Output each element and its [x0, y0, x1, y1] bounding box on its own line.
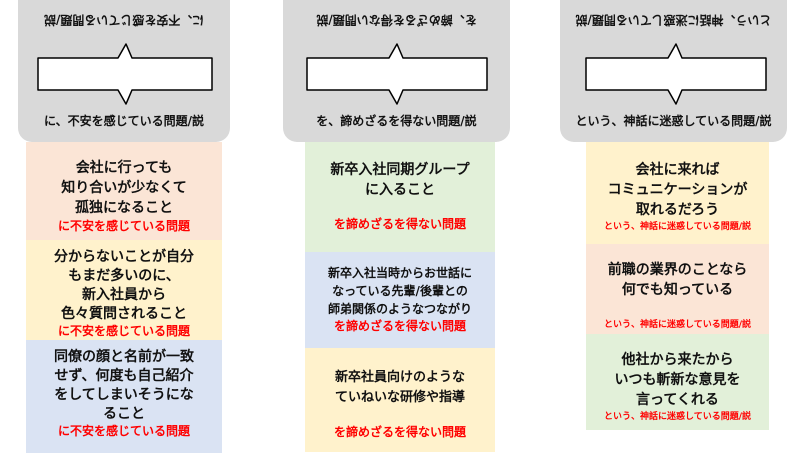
- card-suffix: という、神話に迷惑している問題/説: [603, 320, 752, 330]
- card-text: 前職の業界のことなら 何でも知っている: [607, 262, 748, 298]
- card: 会社に来れば コミュニケーションが 取れるだろう という、神話に迷惑している問題…: [586, 142, 769, 244]
- speech-bubble: [306, 43, 488, 105]
- card: 他社から来たから いつも斬新な意見を 言ってくれる という、神話に迷惑している問…: [586, 334, 769, 430]
- card-suffix: を諦めざるを得ない問題: [333, 425, 466, 439]
- header-card: という、神話に迷惑している問題/説 という、神話に迷惑している問題/説: [560, 0, 787, 142]
- header-card: に、不安を感じている問題/説 に、不安を感じている問題/説: [18, 0, 230, 142]
- card-text: 新卒入社当時からお世話に なっている先輩/後輩との 師弟関係のようなつながり: [327, 266, 472, 316]
- caption: という、神話に迷惑している問題/説: [575, 114, 772, 128]
- header-card: を、諦めざるを得ない問題/説 を、諦めざるを得ない問題/説: [283, 0, 510, 142]
- card-text: 同僚の顔と名前が一致 せず、何度も自己紹介 をしてしまいそうにな ること: [54, 349, 194, 422]
- speech-bubble: [585, 43, 767, 105]
- card: 新卒入社同期グループ に入ること を諦めざるを得ない問題: [305, 142, 495, 252]
- card: 前職の業界のことなら 何でも知っている という、神話に迷惑している問題/説: [586, 244, 769, 334]
- speech-bubble: [37, 43, 213, 105]
- card: 同僚の顔と名前が一致 せず、何度も自己紹介 をしてしまいそうにな ること に不安…: [26, 340, 222, 453]
- caption: を、諦めざるを得ない問題/説: [316, 114, 477, 128]
- card-suffix: に不安を感じている問題: [57, 324, 190, 338]
- card: 会社に行っても 知り合いが少なくて 孤独になること に不安を感じている問題: [26, 142, 222, 240]
- card-text: 分からないことが自分 もまだ多いのに、 新入社員から 色々質問されること: [54, 249, 194, 322]
- card-suffix: を諦めざるを得ない問題: [333, 319, 466, 333]
- card-text: 会社に来れば コミュニケーションが 取れるだろう: [607, 162, 748, 218]
- card-text: 新卒社員向けのような ていねいな研修や指導: [334, 370, 465, 405]
- card-suffix: という、神話に迷惑している問題/説: [603, 412, 752, 422]
- card: 分からないことが自分 もまだ多いのに、 新入社員から 色々質問されること に不安…: [26, 240, 222, 340]
- card: 新卒入社当時からお世話に なっている先輩/後輩との 師弟関係のようなつながり を…: [305, 252, 495, 348]
- card-suffix: という、神話に迷惑している問題/説: [603, 222, 752, 232]
- card-suffix: に不安を感じている問題: [57, 219, 190, 233]
- card-suffix: に不安を感じている問題: [57, 424, 190, 438]
- card-text: 会社に行っても 知り合いが少なくて 孤独になること: [61, 160, 187, 216]
- card: 新卒社員向けのような ていねいな研修や指導 を諦めざるを得ない問題: [305, 348, 495, 452]
- caption: に、不安を感じている問題/説: [43, 114, 205, 128]
- card-text: 新卒入社同期グループ に入ること: [330, 162, 470, 198]
- card-text: 他社から来たから いつも斬新な意見を 言ってくれる: [614, 352, 741, 408]
- card-suffix: を諦めざるを得ない問題: [333, 217, 466, 231]
